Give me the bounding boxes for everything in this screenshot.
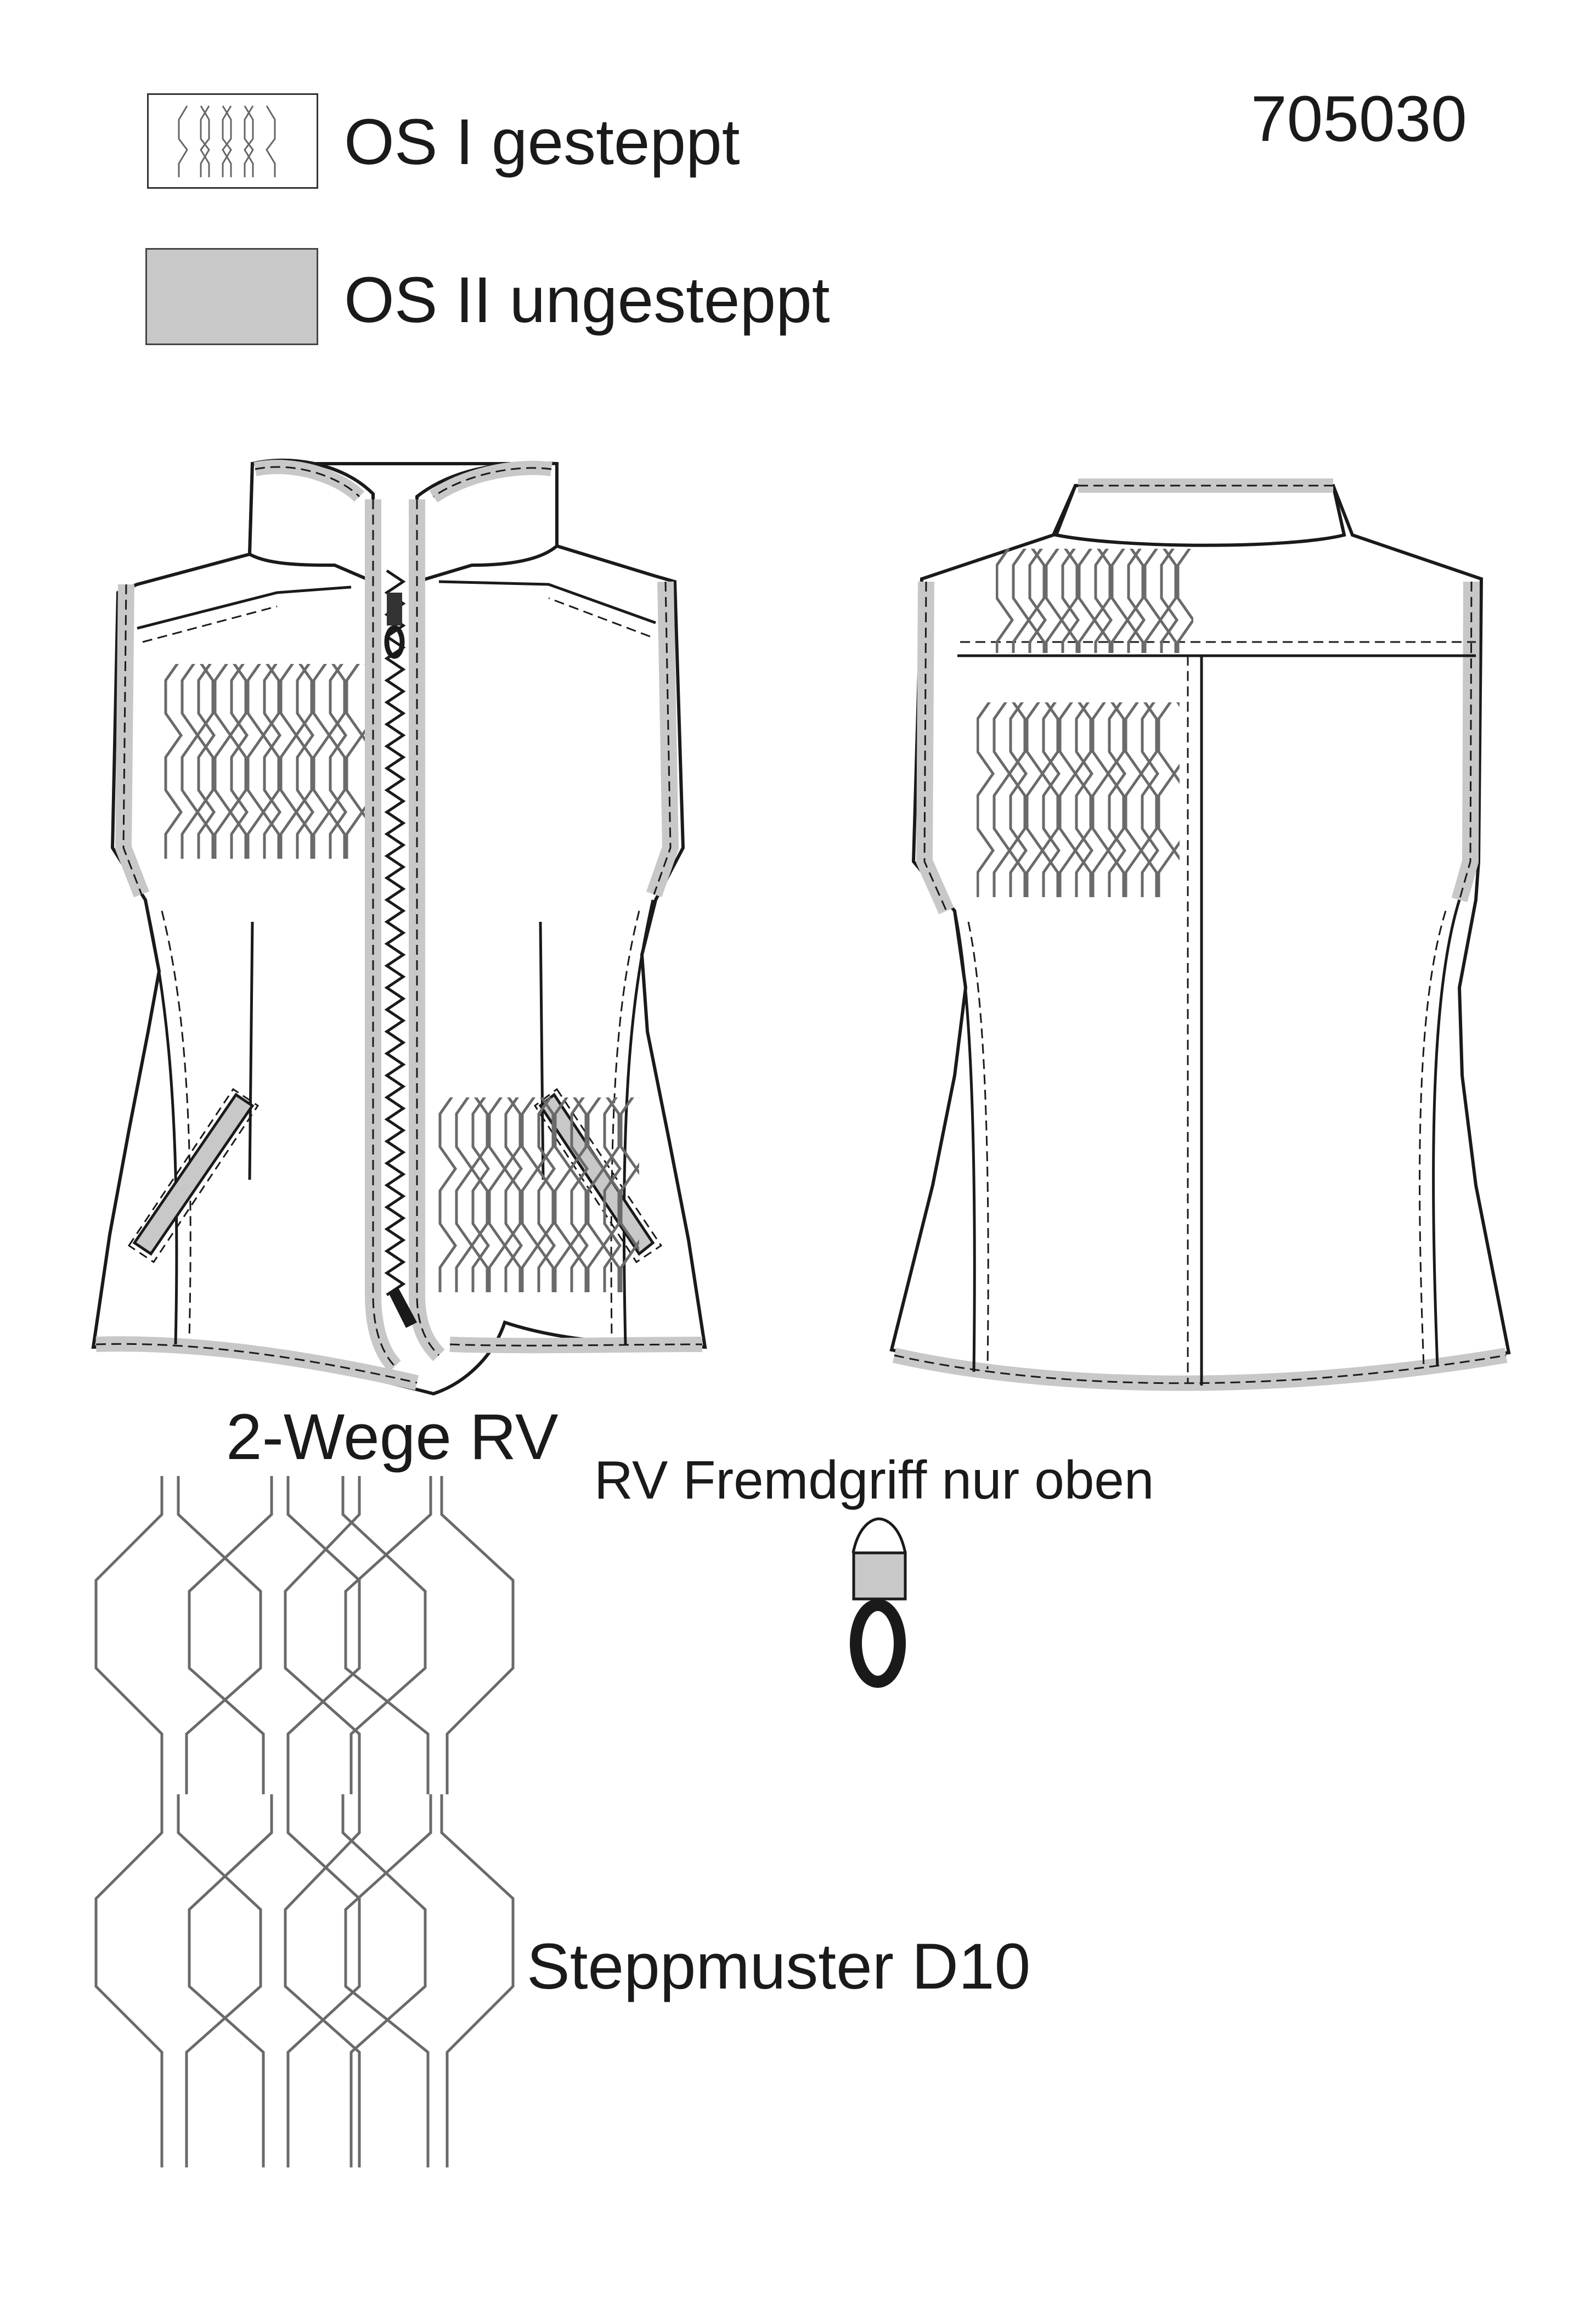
zipper-pull-ring-top [384, 625, 405, 659]
front-pocket-left [127, 1088, 260, 1264]
zipper-label: 2-Wege RV [226, 1401, 559, 1473]
article-number: 705030 [1251, 83, 1467, 155]
puller-label: RV Fremdgriff nur oben [594, 1450, 1154, 1510]
legend-label-unquilted: OS II ungesteppt [344, 264, 830, 336]
quilt-pattern-detail [94, 1476, 515, 2167]
quilt-swatch-icon [178, 105, 276, 177]
back-view [889, 478, 1511, 1391]
back-collar [1053, 484, 1346, 547]
zipper-puller-icon [850, 1517, 907, 1688]
legend-swatch-quilted [147, 93, 318, 189]
legend-label-quilted: OS I gesteppt [344, 106, 740, 178]
zipper-slider-bottom [390, 1287, 417, 1328]
zipper-teeth [384, 569, 406, 1297]
front-view [91, 458, 707, 1396]
legend-swatch-unquilted [145, 248, 318, 345]
zipper-slider-top [387, 593, 402, 626]
quilt-pattern-label: Steppmuster D10 [527, 1930, 1031, 2003]
